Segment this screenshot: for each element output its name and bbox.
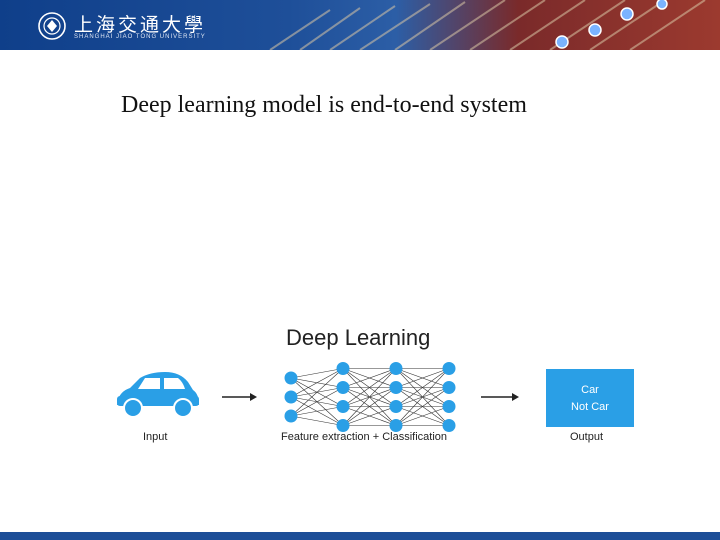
slide-footer-bar — [0, 532, 720, 540]
network-node-layer-4 — [443, 400, 456, 413]
network-node-layer-3 — [390, 362, 403, 375]
output-box: Car Not Car — [546, 369, 634, 427]
network-node-layer-2 — [337, 400, 350, 413]
car-icon — [117, 372, 199, 417]
network-node-layer-2 — [337, 381, 350, 394]
network-node-layer-3 — [390, 381, 403, 394]
process-label: Feature extraction + Classification — [281, 431, 447, 443]
network-node-layer-1 — [285, 410, 298, 423]
network-node-layer-2 — [337, 362, 350, 375]
network-node-layer-1 — [285, 391, 298, 404]
arrow-network-to-output — [481, 393, 519, 401]
network-edge — [291, 369, 343, 417]
network-node-layer-3 — [390, 400, 403, 413]
input-label: Input — [143, 431, 167, 443]
network-edge — [291, 416, 343, 426]
output-option-not-car: Not Car — [546, 401, 634, 413]
network-edge — [291, 388, 343, 417]
network-edge — [291, 369, 343, 398]
network-node-layer-4 — [443, 381, 456, 394]
network-edge — [291, 369, 343, 379]
output-label: Output — [570, 431, 603, 443]
neural-network — [285, 362, 456, 432]
arrow-input-to-network — [222, 393, 257, 401]
network-node-layer-4 — [443, 362, 456, 375]
output-option-car: Car — [546, 384, 634, 396]
network-node-layer-1 — [285, 372, 298, 385]
network-edge — [291, 407, 343, 417]
